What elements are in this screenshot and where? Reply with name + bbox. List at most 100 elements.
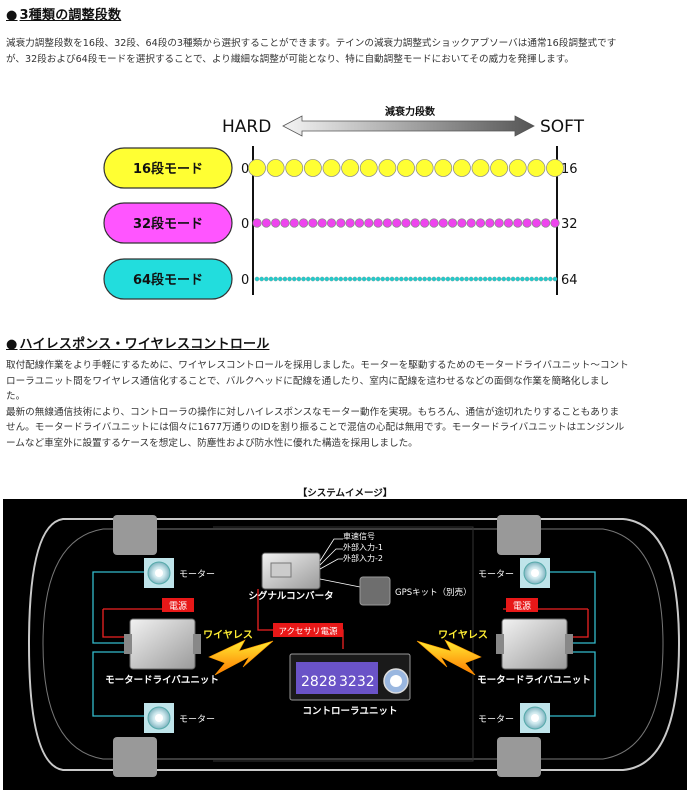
step-dot [287,276,292,282]
step-dot [408,276,413,282]
step-dot [546,159,564,177]
step-dot [454,276,460,282]
step-dot [298,218,309,228]
paragraph-line: た。 [6,391,26,402]
step-dot [515,276,521,282]
step-dot [343,276,348,282]
bullet-icon: ● [6,8,18,23]
step-dot [394,276,399,282]
step-dot [440,276,446,282]
step-dot [397,159,415,177]
mode-label: 16段モード [133,161,203,177]
motor-label: モーター [478,569,514,580]
step-dot [541,218,551,228]
step-dot [466,218,476,228]
step-dot [457,218,467,228]
step-dot [415,159,434,177]
step-dot [503,218,514,228]
step-dot [422,276,427,282]
motor-label: モーター [179,714,215,725]
section1-paragraph: 減衰力調整段数を16段、32段、64段の3種類から選択することができます。テイン… [6,36,688,67]
step-dot [301,276,306,282]
arrow-label: 減衰力段数 [385,105,436,118]
step-dot [436,276,441,282]
step-dot [399,276,404,282]
step-dot [522,218,532,228]
step-dot [305,276,311,282]
step-dot [338,276,344,282]
step-dot [392,218,402,228]
step-dot [552,276,558,282]
step-dot [431,276,437,282]
step-dot [403,276,409,282]
mode-label: 64段モード [133,272,203,288]
step-dot [543,276,548,282]
motor-driver-unit-left: モータードライバユニット [105,618,219,686]
step-dot [471,159,490,177]
wireless-bolt-left: ワイヤレス [203,629,274,676]
controller-display-right: 3232 [339,674,375,690]
step-dot [450,276,455,282]
step-dot [271,218,281,228]
step-dot [359,159,378,177]
step-dot [382,218,393,228]
step-dot [378,159,397,177]
step-dot [282,276,288,282]
paragraph-line: せん。モータードライバユニットには個々に1677万通りのIDを割り振ることで混信… [6,422,625,433]
step-dot [333,276,339,282]
motor-rear-left: モーター [144,703,215,733]
accessory-power-label: アクセサリ電源 [273,623,343,637]
mode-start-value: 0 [241,217,249,232]
step-dot [413,276,418,282]
step-dot [459,276,465,282]
step-dot [389,276,395,282]
step-dot [291,276,297,282]
controller-unit: 2828 3232 コントローラユニット [289,653,411,717]
gps-wire [319,578,361,588]
step-dot [524,276,530,282]
step-dot [513,218,523,228]
step-dot [336,218,346,228]
step-dot [417,276,423,282]
wheel-front-right [497,515,541,555]
section-title-text: ハイレスポンス・ワイヤレスコントロール [19,337,270,352]
step-dot [438,218,448,228]
step-dot [252,218,262,228]
step-dot [322,159,341,177]
step-dot [248,159,266,177]
step-dot [315,276,320,282]
step-dot [319,276,325,282]
signal-input-label: 外部入力-2 [343,553,383,563]
step-dot [289,218,299,228]
step-dot [317,218,327,228]
step-dot [401,218,411,228]
step-dot [357,276,362,282]
wheel-front-left [113,515,157,555]
step-dot [490,159,509,177]
wheel-rear-right [497,737,541,777]
hard-label: HARD [222,117,271,137]
mode-label: 32段モード [133,216,203,232]
step-dot [380,276,386,282]
system-diagram: モーター モーター モーター モーター 電源 電源 モ [3,499,687,790]
step-dot [464,276,469,282]
mode-start-value: 0 [241,162,249,177]
signal-converter-label: シグナルコンバータ [248,590,333,602]
step-dot [264,276,269,282]
step-dot [273,276,278,282]
motor-driver-unit-right: モータードライバユニット [477,618,591,686]
step-dot [296,276,302,282]
motor-front-right: モーター [478,558,550,588]
step-dot [520,276,525,282]
step-dot [445,276,451,282]
step-dot [496,276,502,282]
accessory-power-text: アクセサリ電源 [278,627,338,637]
mode-pill [103,202,233,244]
step-dot [501,276,507,282]
step-dot [277,276,283,282]
power-label: 電源 [169,601,187,612]
step-dot [373,218,383,228]
step-dot [410,218,420,228]
